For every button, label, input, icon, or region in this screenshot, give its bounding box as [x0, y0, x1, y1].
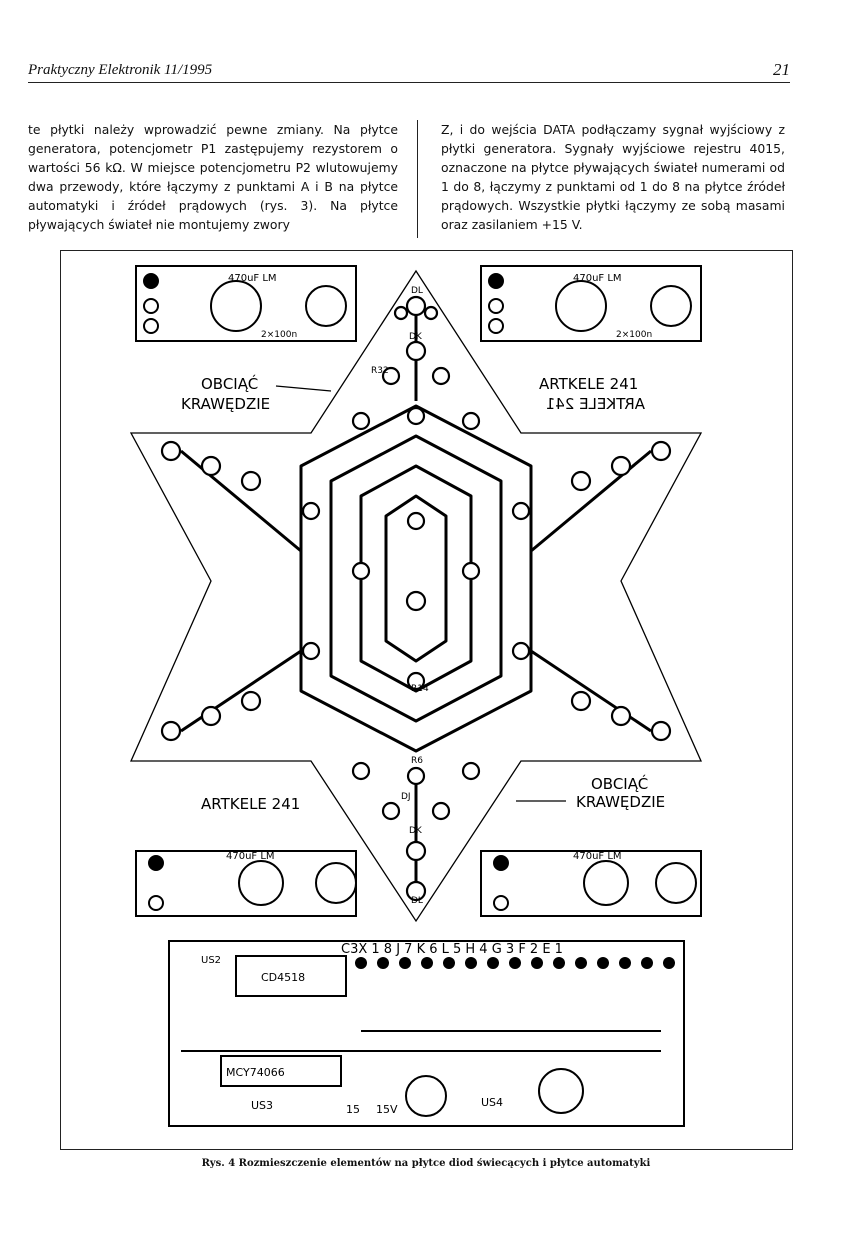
column-divider [417, 120, 418, 238]
led-pads [160, 295, 672, 902]
label-r14: R14 [411, 684, 429, 694]
figure-caption: Rys. 4 Rozmieszczenie elementów na płytc… [201, 1158, 651, 1169]
supply-15: 15 [346, 1103, 360, 1116]
ic-cd4518: CD4518 [261, 971, 305, 984]
corner-label-cap-br: 470uF LM [573, 851, 622, 862]
label-dk-bottom: DK [409, 826, 423, 836]
text-column-left: te płytki należy wprowadzić pewne zmiany… [28, 122, 398, 232]
text-column-right: Z, i do wejścia DATA podłączamy sygnał w… [441, 122, 785, 232]
label-dj: DJ [401, 792, 411, 802]
board-top-row-labels: C3X 1 8 J 7 K 6 L 5 H 4 G 3 F 2 E 1 [341, 942, 563, 957]
pcb-drawing: 470uF LM 470uF LM 470uF LM 470uF LM 2×10… [129, 265, 703, 1127]
corner-module-bottom-right [480, 850, 702, 917]
ic-us4: US4 [481, 1096, 503, 1109]
ic-mcy74066: MCY74066 [226, 1066, 285, 1079]
corner-label-cap-bl: 470uF LM [226, 851, 275, 862]
corner-label-cap-tl: 470uF LM [228, 273, 277, 284]
label-dl-bottom: DL [411, 896, 423, 906]
corner-module-top-left [135, 265, 357, 342]
cut-label-right-1: OBCIĄĆ [591, 774, 648, 793]
corner-module-bottom-left [135, 850, 357, 917]
ic-us2: US2 [201, 955, 221, 966]
cut-label-right-2: KRAWĘDZIE [576, 793, 665, 811]
corner-label-cap-tr: 470uF LM [573, 273, 622, 284]
artkele-label-mirror: ARTKELE 241 [546, 395, 645, 413]
automation-pads [355, 957, 675, 969]
corner-module-top-right [480, 265, 702, 342]
label-dk-top: DK [409, 332, 423, 342]
ic-us3: US3 [251, 1099, 273, 1112]
journal-title: Praktyczny Elektronik 11/1995 [28, 62, 213, 78]
corner-label-caps-tl: 2×100n [261, 330, 297, 340]
label-r6: R6 [411, 756, 423, 766]
artkele-label-bottom: ARTKELE 241 [201, 795, 300, 813]
label-r32: R32 [371, 366, 389, 376]
star-outline [129, 269, 703, 923]
pcb-figure: 470uF LM 470uF LM 470uF LM 470uF LM 2×10… [60, 250, 793, 1150]
supply-15v: 15V [376, 1103, 398, 1116]
cut-arrow-left [275, 385, 332, 392]
label-dl-top: DL [411, 286, 423, 296]
automation-board [168, 940, 685, 1127]
corner-label-caps-tr: 2×100n [616, 330, 652, 340]
cut-label-left-1: OBCIĄĆ [201, 374, 258, 393]
page-header: Praktyczny Elektronik 11/1995 21 [28, 58, 790, 83]
cut-label-left-2: KRAWĘDZIE [181, 395, 270, 413]
page-number: 21 [773, 60, 790, 79]
artkele-label-top: ARTKELE 241 [539, 375, 638, 393]
